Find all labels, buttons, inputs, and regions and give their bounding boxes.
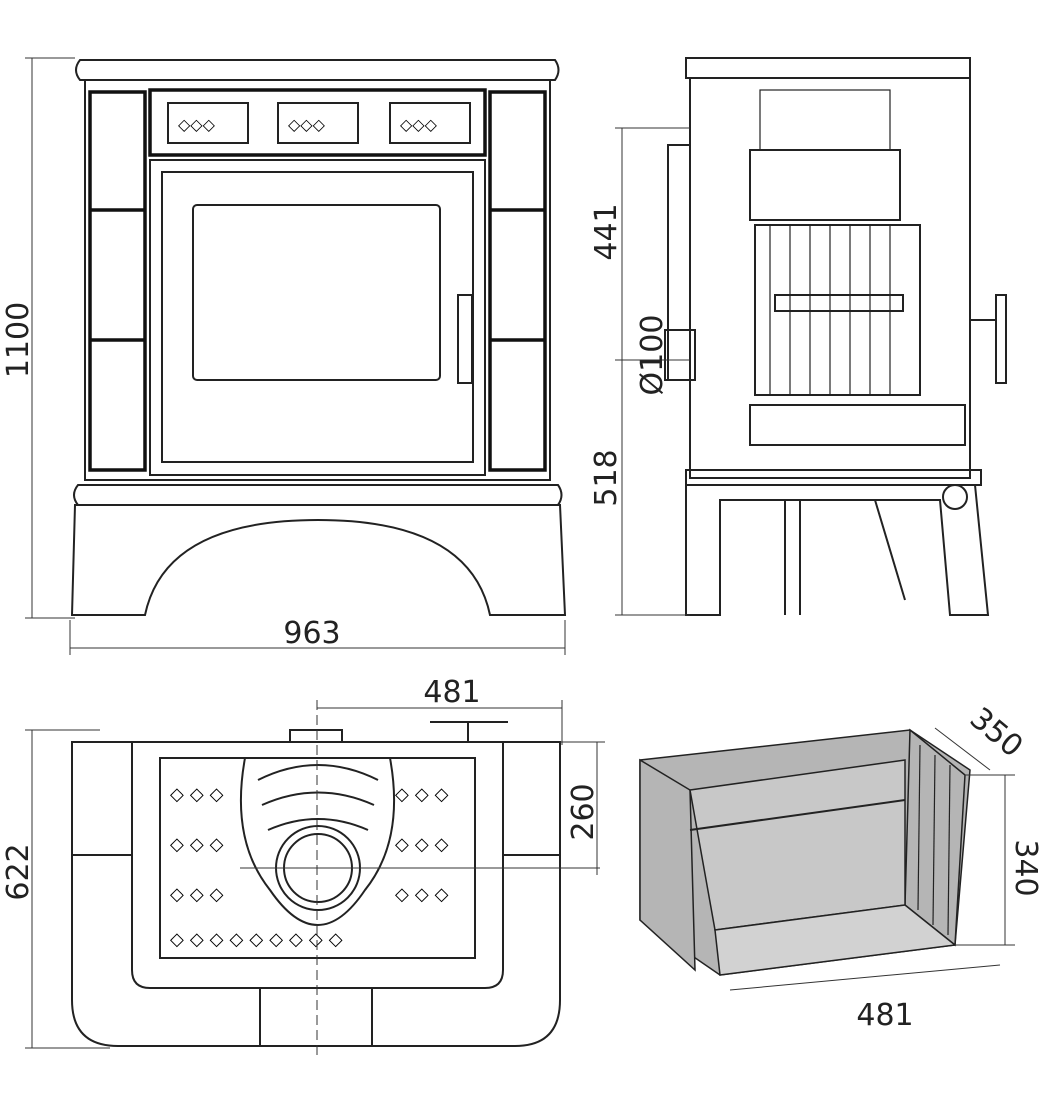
svg-text:◇◇◇: ◇◇◇ <box>170 834 230 855</box>
front-view: ◇◇◇ ◇◇◇ ◇◇◇ 1100 963 <box>1 57 567 655</box>
svg-text:◇◇◇: ◇◇◇ <box>400 115 438 134</box>
front-width-label: 963 <box>283 616 340 651</box>
side-upper-label: 441 <box>589 203 624 260</box>
svg-text:◇◇◇: ◇◇◇ <box>395 784 455 805</box>
firebox-height-label: 340 <box>1008 839 1040 896</box>
svg-text:◇◇◇: ◇◇◇ <box>170 884 230 905</box>
svg-text:◇◇◇: ◇◇◇ <box>178 115 216 134</box>
svg-text:◇◇◇: ◇◇◇ <box>395 834 455 855</box>
front-height-label: 1100 <box>1 302 36 378</box>
side-lower-label: 518 <box>589 449 624 506</box>
firebox-width-label: 481 <box>856 998 913 1033</box>
top-half-width-label: 481 <box>423 675 480 710</box>
side-view: 441 Ø100 518 <box>589 57 1007 616</box>
firebox-view: 350 340 481 <box>639 701 1040 1033</box>
svg-text:◇◇◇◇◇◇◇◇◇: ◇◇◇◇◇◇◇◇◇ <box>170 929 349 950</box>
top-depth-label: 622 <box>1 843 36 900</box>
flue-diameter-label: Ø100 <box>635 315 670 396</box>
svg-text:◇◇◇: ◇◇◇ <box>288 115 326 134</box>
top-view: ◇◇◇ ◇◇◇ ◇◇◇ ◇◇◇◇◇◇◇◇◇ ◇◇◇ ◇◇◇ ◇◇◇ 481 62… <box>1 675 605 1060</box>
svg-text:◇◇◇: ◇◇◇ <box>395 884 455 905</box>
svg-text:◇◇◇: ◇◇◇ <box>170 784 230 805</box>
firebox-depth-label: 350 <box>963 701 1029 765</box>
top-flue-offset-label: 260 <box>566 783 601 840</box>
